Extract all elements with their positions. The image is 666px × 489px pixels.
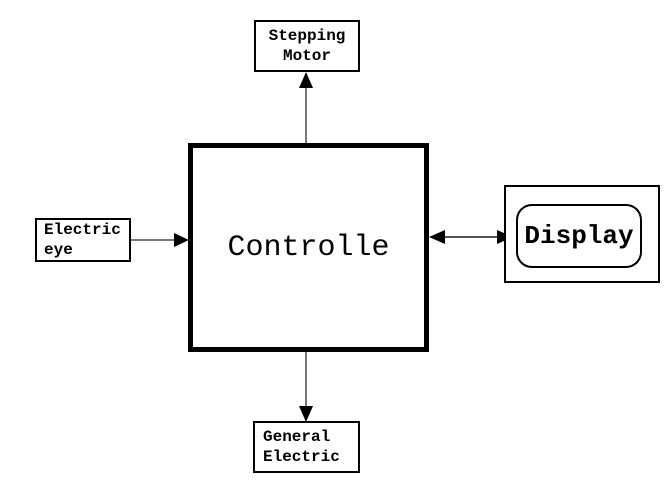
controller-label: Controlle xyxy=(227,230,390,265)
display-screen: Display xyxy=(516,204,642,268)
general-electric-label-line1: General xyxy=(263,428,331,446)
arrow-controller-to-general-electric xyxy=(299,352,313,422)
stepping-motor-label-line1: Stepping xyxy=(268,27,346,45)
arrow-electric-eye-to-controller xyxy=(131,233,189,247)
display-label: Display xyxy=(524,221,634,251)
stepping-motor-box: Stepping Motor xyxy=(254,20,360,72)
electric-eye-label-line2: eye xyxy=(44,241,73,259)
arrow-controller-to-stepping-motor xyxy=(299,72,313,143)
electric-eye-label-line1: Electric xyxy=(44,221,121,239)
general-electric-label-line2: Electric xyxy=(263,448,340,466)
electric-eye-box: Electric eye xyxy=(35,218,131,262)
stepping-motor-label-line2: Motor xyxy=(282,47,331,65)
general-electric-box: General Electric xyxy=(253,421,360,473)
arrow-controller-display-bidirectional xyxy=(429,230,513,244)
controller-box: Controlle xyxy=(188,143,429,352)
display-box: Display xyxy=(504,185,660,283)
